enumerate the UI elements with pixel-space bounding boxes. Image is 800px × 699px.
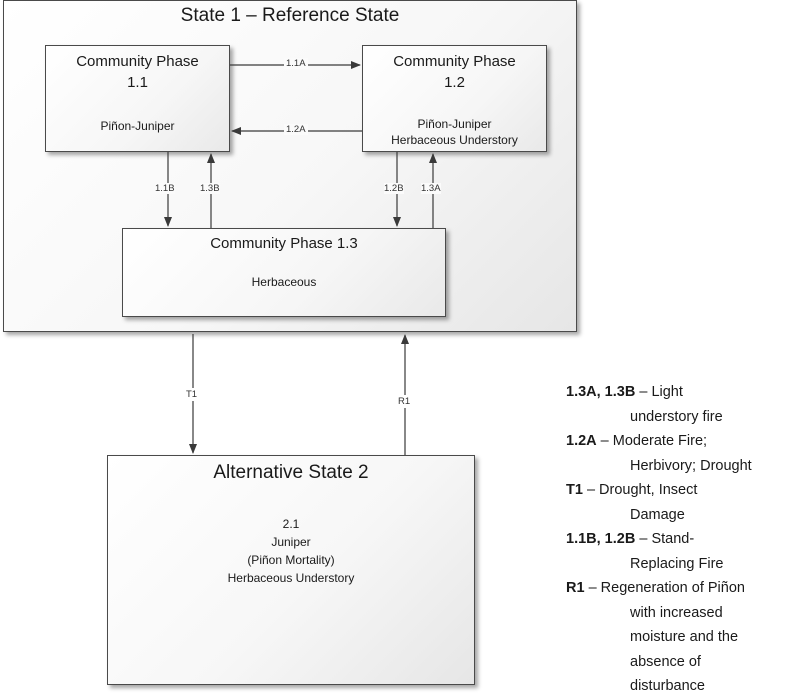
state2-box: Alternative State 2 2.1 Juniper (Piñon M… xyxy=(107,455,475,685)
legend-key: 1.1B, 1.2B xyxy=(566,531,636,547)
state2-line-code: 2.1 xyxy=(282,517,300,531)
state1-title: State 1 – Reference State xyxy=(180,5,400,26)
legend-text: Herbivory; Drought xyxy=(630,457,752,474)
legend-text: – Light xyxy=(639,384,683,400)
phase-1-3-title: Community Phase 1.3 xyxy=(210,235,358,252)
label-1-2b: 1.2B xyxy=(384,183,404,194)
phase-1-2-box: Community Phase 1.2 Piñon-Juniper Herbac… xyxy=(362,45,547,152)
label-1-1b: 1.1B xyxy=(155,183,175,194)
legend: 1.3A, 1.3B – Light understory fire 1.2A … xyxy=(566,380,798,699)
legend-item-moderate-fire: 1.2A – Moderate Fire; Herbivory; Drought xyxy=(566,429,798,478)
legend-text: – Regeneration of Piñon xyxy=(588,580,745,596)
phase-1-1-title-line2: 1.1 xyxy=(127,74,148,91)
legend-text: disturbance xyxy=(630,678,705,694)
phase-1-1-title-line1: Community Phase xyxy=(76,53,199,70)
legend-key: 1.3A, 1.3B xyxy=(566,384,636,400)
label-t1: T1 xyxy=(186,388,198,401)
state2-title: Alternative State 2 xyxy=(213,462,369,483)
legend-text: Damage xyxy=(630,506,685,523)
legend-text: – Stand- xyxy=(639,531,695,547)
state2-line-understory: Herbaceous Understory xyxy=(227,571,355,585)
phase-1-2-title-line2: 1.2 xyxy=(444,74,465,91)
phase-1-2-subtitle-line2: Herbaceous Understory xyxy=(391,133,518,147)
legend-text: – Moderate Fire; xyxy=(600,433,708,449)
label-1-1a: 1.1A xyxy=(284,58,308,69)
label-1-2a: 1.2A xyxy=(284,124,308,135)
phase-1-1-subtitle: Piñon-Juniper xyxy=(100,119,175,133)
legend-text: absence of xyxy=(630,653,701,670)
legend-key: 1.2A xyxy=(566,433,597,449)
legend-key: T1 xyxy=(566,482,583,498)
legend-key: R1 xyxy=(566,580,585,596)
phase-1-2-subtitle-line1: Piñon-Juniper xyxy=(417,117,492,131)
legend-text: understory fire xyxy=(630,408,723,425)
legend-item-drought: T1 – Drought, Insect Damage xyxy=(566,478,798,527)
legend-text: Replacing Fire xyxy=(630,555,724,572)
phase-1-1-box: Community Phase 1.1 Piñon-Juniper xyxy=(45,45,230,152)
legend-item-regeneration: R1 – Regeneration of Piñon with increase… xyxy=(566,576,798,699)
legend-text: – Drought, Insect xyxy=(586,482,698,498)
legend-item-light-fire: 1.3A, 1.3B – Light understory fire xyxy=(566,380,798,429)
legend-text: with increased xyxy=(630,604,723,621)
legend-text: moisture and the xyxy=(630,629,739,645)
phase-1-3-box: Community Phase 1.3 Herbaceous xyxy=(122,228,446,317)
phase-1-3-subtitle: Herbaceous xyxy=(251,275,317,289)
label-1-3b: 1.3B xyxy=(200,183,220,194)
label-1-3a: 1.3A xyxy=(421,183,441,194)
state2-line-juniper: Juniper xyxy=(271,535,311,549)
phase-1-2-title-line1: Community Phase xyxy=(393,53,516,70)
legend-item-stand-replacing-fire: 1.1B, 1.2B – Stand- Replacing Fire xyxy=(566,527,798,576)
state2-line-mortality: (Piñon Mortality) xyxy=(247,553,335,567)
label-r1: R1 xyxy=(398,395,411,408)
